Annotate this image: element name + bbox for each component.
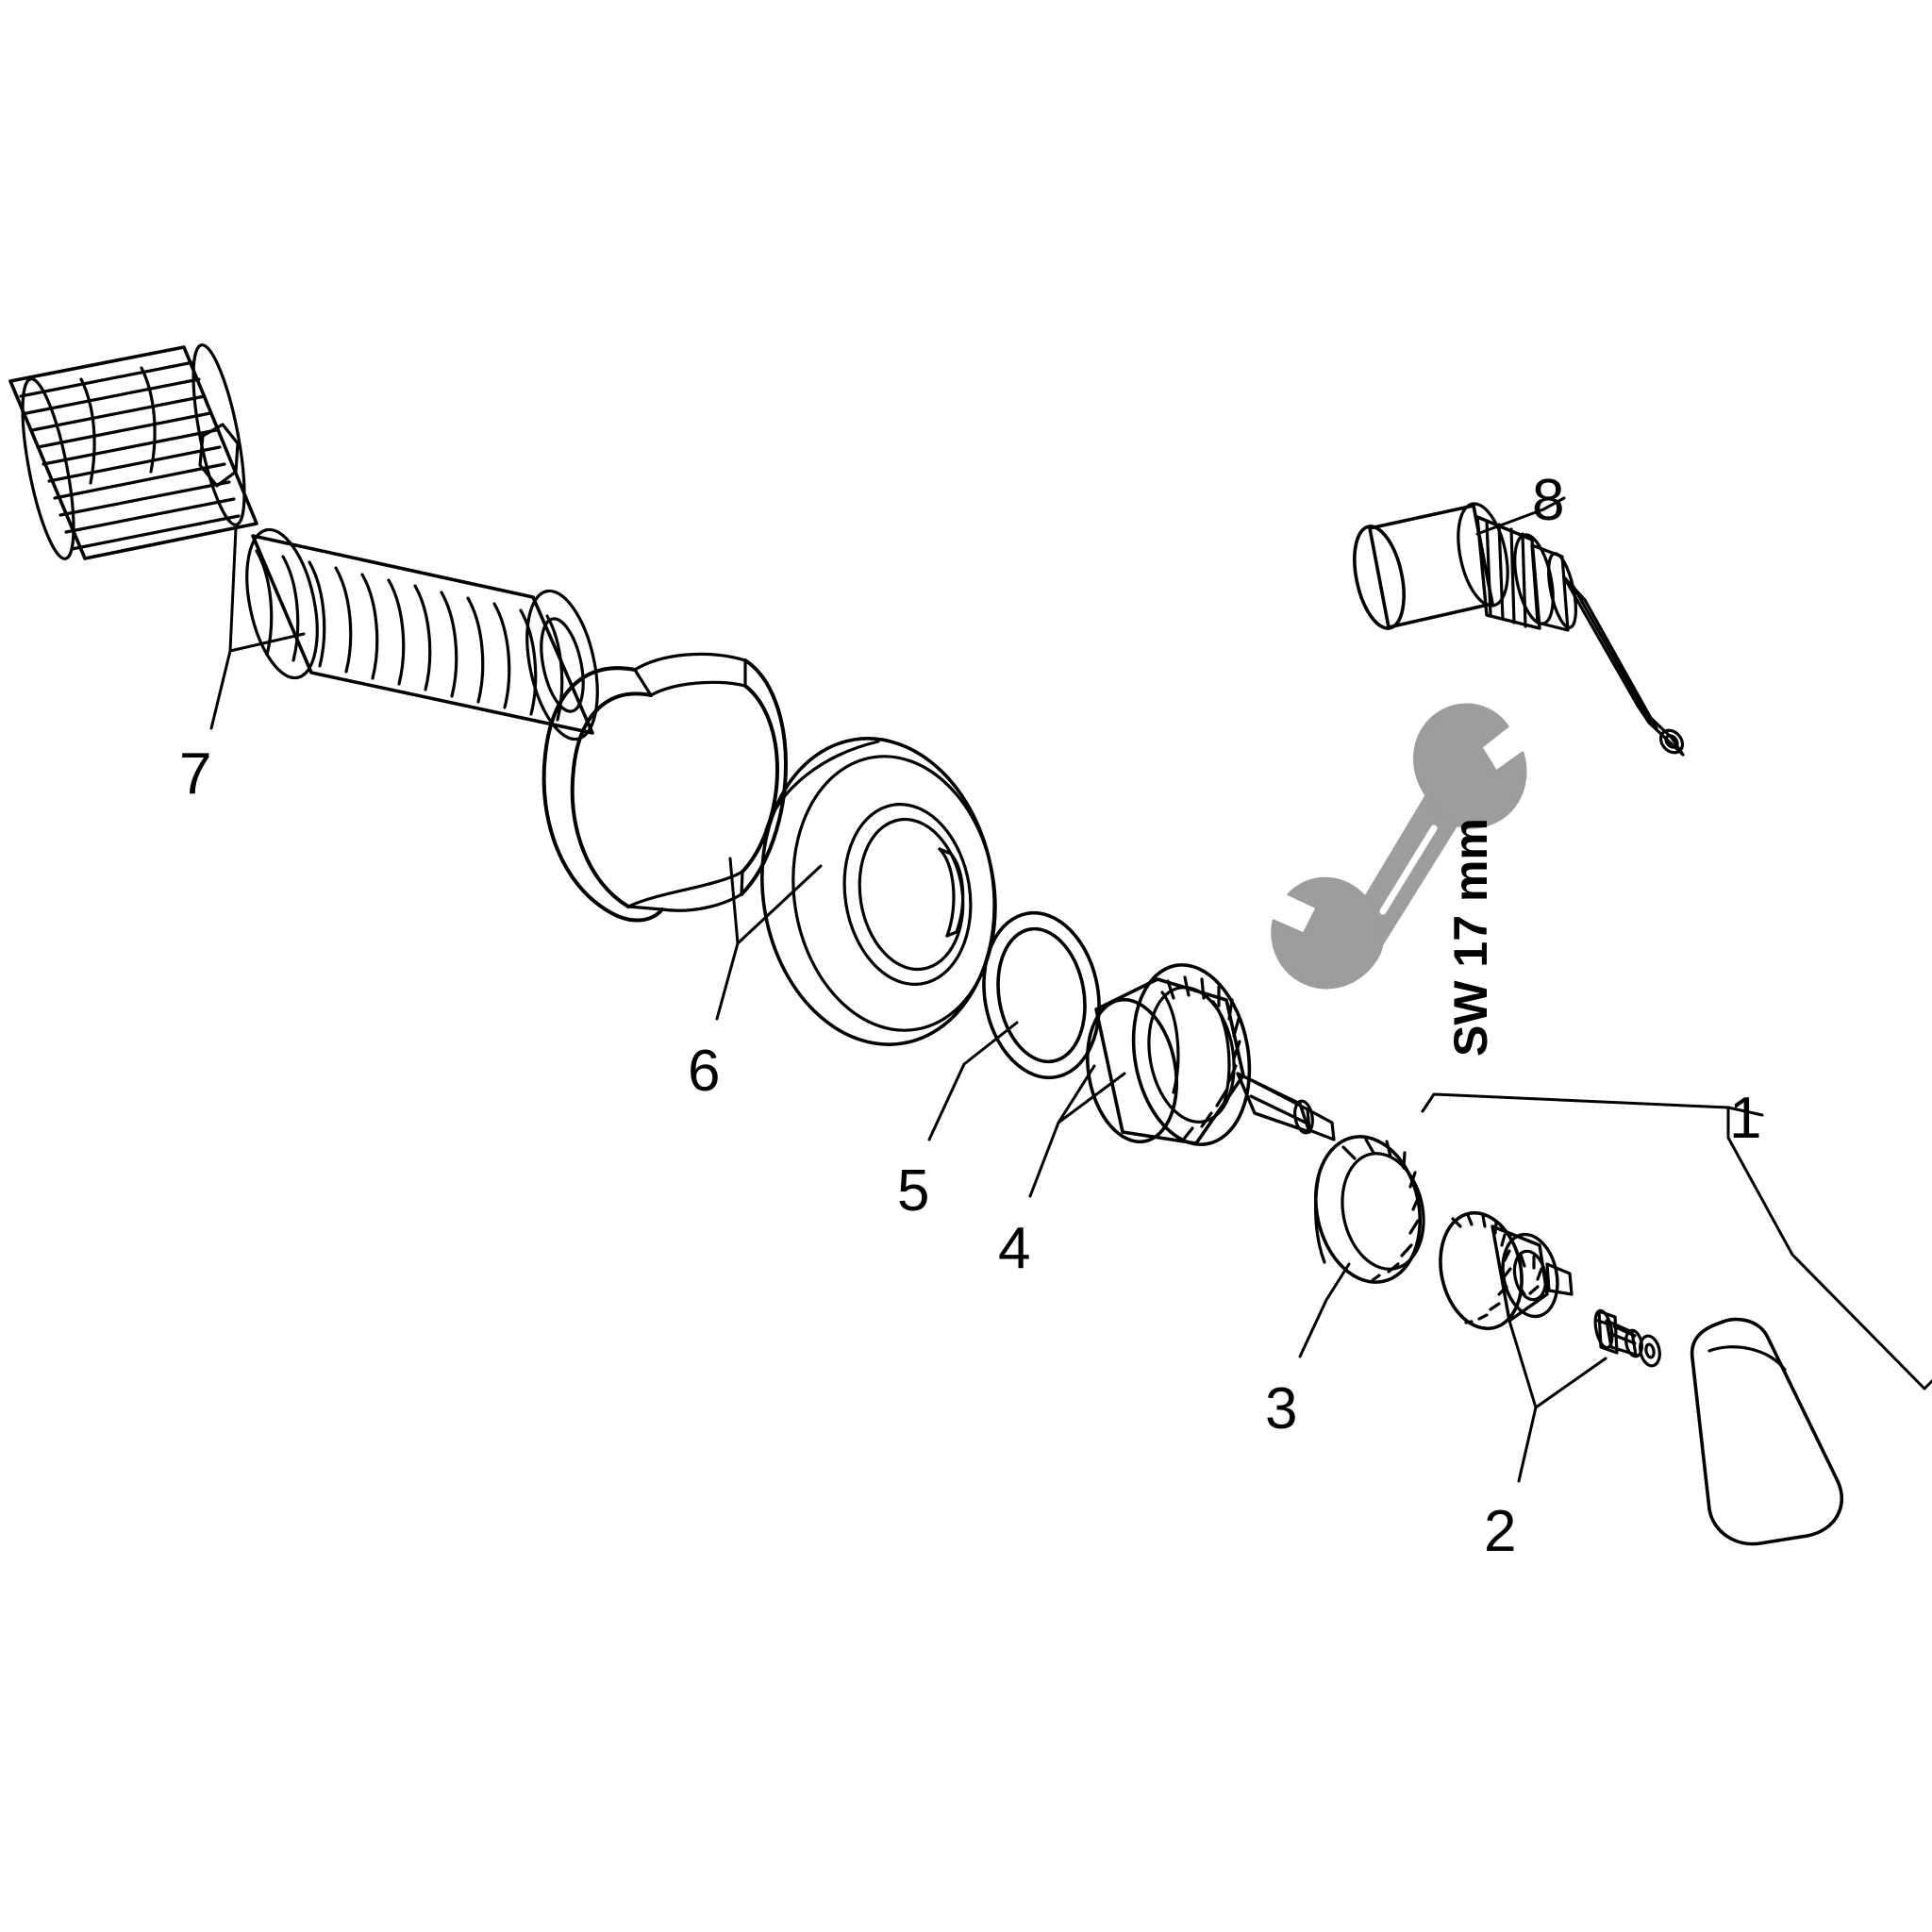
part-2-handle-adapter	[1439, 1210, 1574, 1331]
part-7-grub-screw	[8, 343, 258, 560]
callout-1: 1	[1729, 1086, 1762, 1151]
part-1-handle-lever	[1690, 1317, 1843, 1546]
part-3-toothed-ring	[1313, 1135, 1425, 1284]
callout-4: 4	[998, 1216, 1031, 1281]
part-4-cartridge	[1086, 963, 1336, 1146]
callout-2: 2	[1484, 1499, 1517, 1564]
part-5-o-ring	[982, 910, 1101, 1080]
part-8-extension-spindle	[1353, 502, 1685, 757]
part-6-escutcheon	[760, 737, 997, 1046]
part-7-extension-sleeve	[245, 527, 599, 741]
callout-7: 7	[179, 741, 212, 807]
callout-6: 6	[688, 1039, 721, 1104]
callout-8: 8	[1532, 468, 1565, 533]
wrench-size-label: SW 17 mm	[1444, 818, 1497, 1057]
callout-3: 3	[1265, 1376, 1298, 1441]
part-6-retaining-clip	[541, 652, 788, 923]
open-end-wrench-icon	[1271, 703, 1527, 990]
callout-leader-lines	[209, 496, 1932, 1483]
part-2-screw	[1593, 1308, 1661, 1368]
callout-5: 5	[897, 1158, 930, 1224]
